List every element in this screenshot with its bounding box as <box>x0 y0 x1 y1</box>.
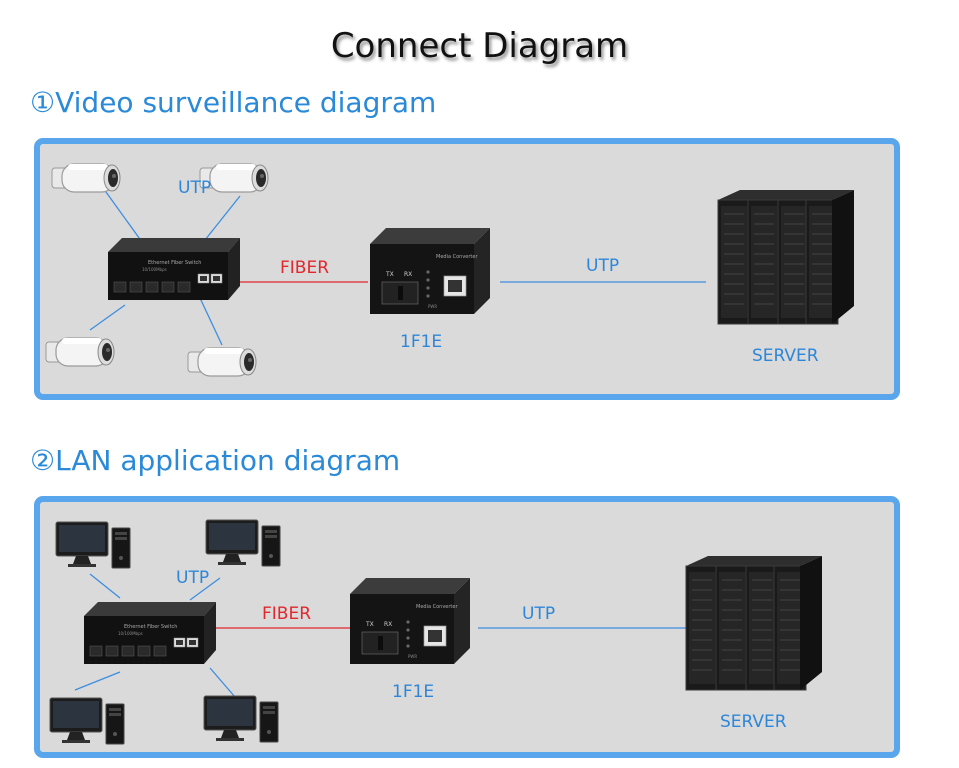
media-converter-2 <box>349 577 471 665</box>
utp-server-label-1: UTP <box>586 256 620 276</box>
server-label-1: SERVER <box>752 346 819 366</box>
utp-line-camera-bl <box>89 304 126 331</box>
section2-heading: ②LAN application diagram <box>30 444 401 477</box>
utp-line-pc-tr <box>189 577 221 601</box>
fiber-switch-2 <box>83 601 217 665</box>
fiber-label-2: FIBER <box>262 604 312 624</box>
camera-bottom-left <box>45 337 115 367</box>
media-converter-1 <box>369 227 491 315</box>
pc-top-left <box>55 521 131 569</box>
utp-line-pc-br <box>209 667 236 698</box>
section1-heading: ①Video surveillance diagram <box>30 86 437 119</box>
utp-line-camera-tl <box>105 191 143 243</box>
pc-bottom-left <box>49 697 125 745</box>
camera-top-left <box>51 163 121 193</box>
utp-line-camera-tr <box>204 195 241 241</box>
server-rack-2 <box>686 556 822 690</box>
camera-bottom-right <box>187 347 257 377</box>
utp-pc-label: UTP <box>176 568 210 588</box>
pc-bottom-right <box>203 695 279 743</box>
fiber-switch-1 <box>107 237 241 301</box>
pc-top-right <box>205 519 281 567</box>
utp-line-pc-tl <box>89 573 121 599</box>
server-label-2: SERVER <box>720 712 787 732</box>
page-title: Connect Diagram <box>330 26 629 66</box>
fiber-label-1: FIBER <box>280 258 330 278</box>
utp-line-camera-br <box>199 297 223 346</box>
server-rack-1 <box>718 190 854 324</box>
utp-server-label-2: UTP <box>522 604 556 624</box>
converter-label-1: 1F1E <box>400 332 443 352</box>
converter-label-2: 1F1E <box>392 682 435 702</box>
utp-line-pc-bl <box>74 671 121 691</box>
utp-camera-label: UTP <box>178 178 212 198</box>
